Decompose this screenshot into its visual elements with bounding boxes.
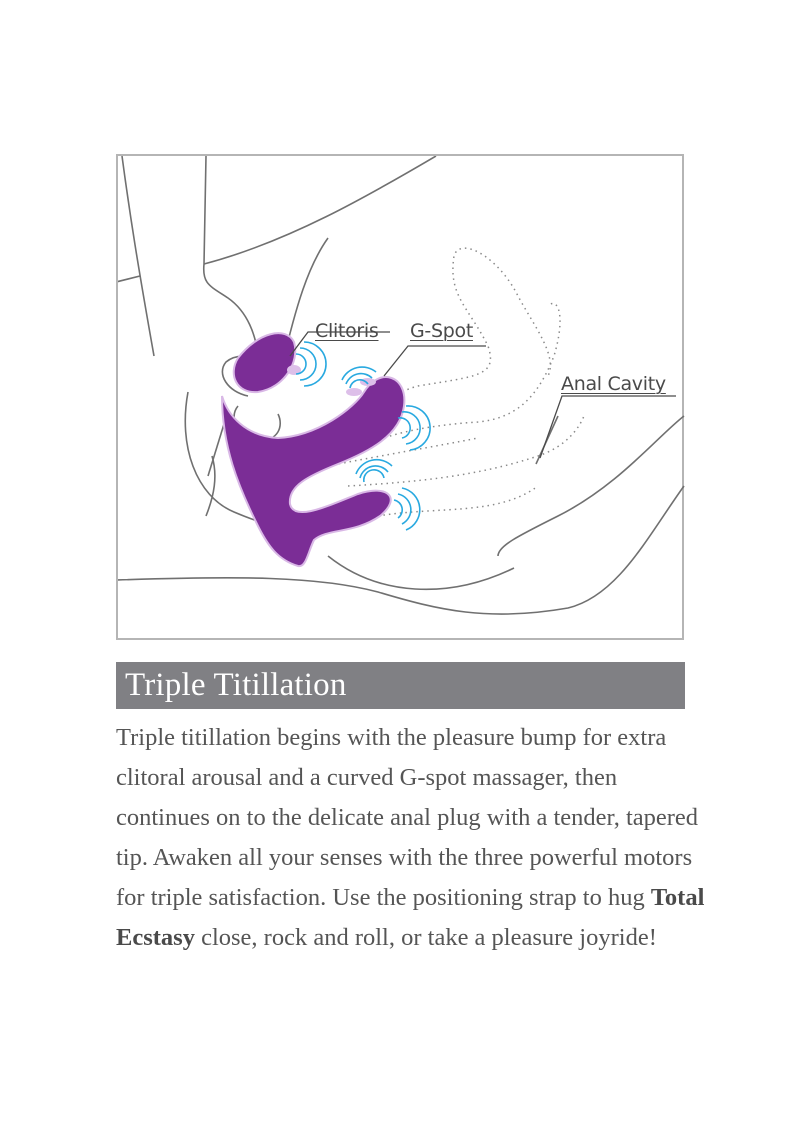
section-title-bar: Triple Titillation [116,662,685,709]
callout-anal-cavity: Anal Cavity [561,373,666,395]
product-illustration: Clitoris G-Spot Anal Cavity [116,154,685,640]
illustration-drawing [118,156,685,615]
description-paragraph: Triple titillation begins with the pleas… [116,718,716,958]
product-name: Total Ecstasy [116,884,705,951]
callout-g-spot: G-Spot [410,320,473,342]
paragraph-text-start: Triple titillation begins with the pleas… [116,724,699,911]
section-title: Triple Titillation [125,667,347,703]
paragraph-text-end: close, rock and roll, or take a pleasure… [194,924,657,951]
callout-clitoris: Clitoris [315,320,379,342]
